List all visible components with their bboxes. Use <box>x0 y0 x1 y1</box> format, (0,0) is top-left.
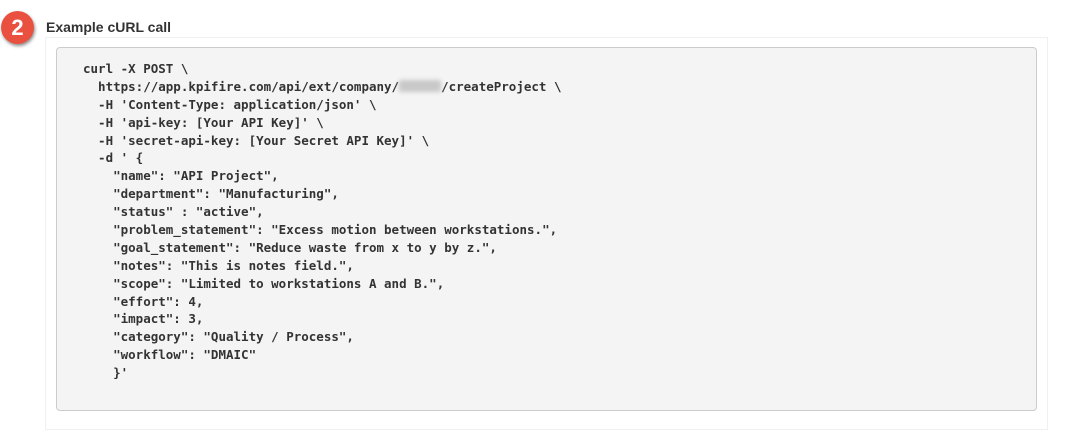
redacted-company-id <box>399 79 442 92</box>
code-line: "category": "Quality / Process", <box>83 329 354 345</box>
code-line: -d ' { <box>83 150 144 166</box>
code-line: "effort": 4, <box>83 293 204 309</box>
code-line-url: https://app.kpifire.com/api/ext/company/… <box>83 78 1036 96</box>
code-line: "impact": 3, <box>83 311 204 327</box>
code-line: "goal_statement": "Reduce waste from x t… <box>83 239 497 255</box>
section-title: Example cURL call <box>46 19 172 35</box>
code-block[interactable]: curl -X POST \ https://app.kpifire.com/a… <box>56 47 1037 411</box>
code-line: "problem_statement": "Excess motion betw… <box>83 222 558 238</box>
code-line: }' <box>83 365 129 381</box>
code-line: -H 'secret-api-key: [Your Secret API Key… <box>83 132 430 148</box>
code-line: "workflow": "DMAIC" <box>83 347 257 363</box>
step-number-badge: 2 <box>1 11 34 44</box>
code-line: "department": "Manufacturing", <box>83 186 339 202</box>
code-line: "notes": "This is notes field.", <box>83 257 354 273</box>
code-line: -H 'api-key: [Your API Key]' \ <box>83 114 324 130</box>
code-line: curl -X POST \ <box>83 61 189 76</box>
url-suffix: /createProject \ <box>441 78 562 94</box>
url-prefix: https://app.kpifire.com/api/ext/company/ <box>83 78 400 94</box>
code-line: "name": "API Project", <box>83 168 279 184</box>
code-line: "scope": "Limited to workstations A and … <box>83 275 445 291</box>
code-line: -H 'Content-Type: application/json' \ <box>83 96 377 112</box>
code-line: "status" : "active", <box>83 204 264 220</box>
